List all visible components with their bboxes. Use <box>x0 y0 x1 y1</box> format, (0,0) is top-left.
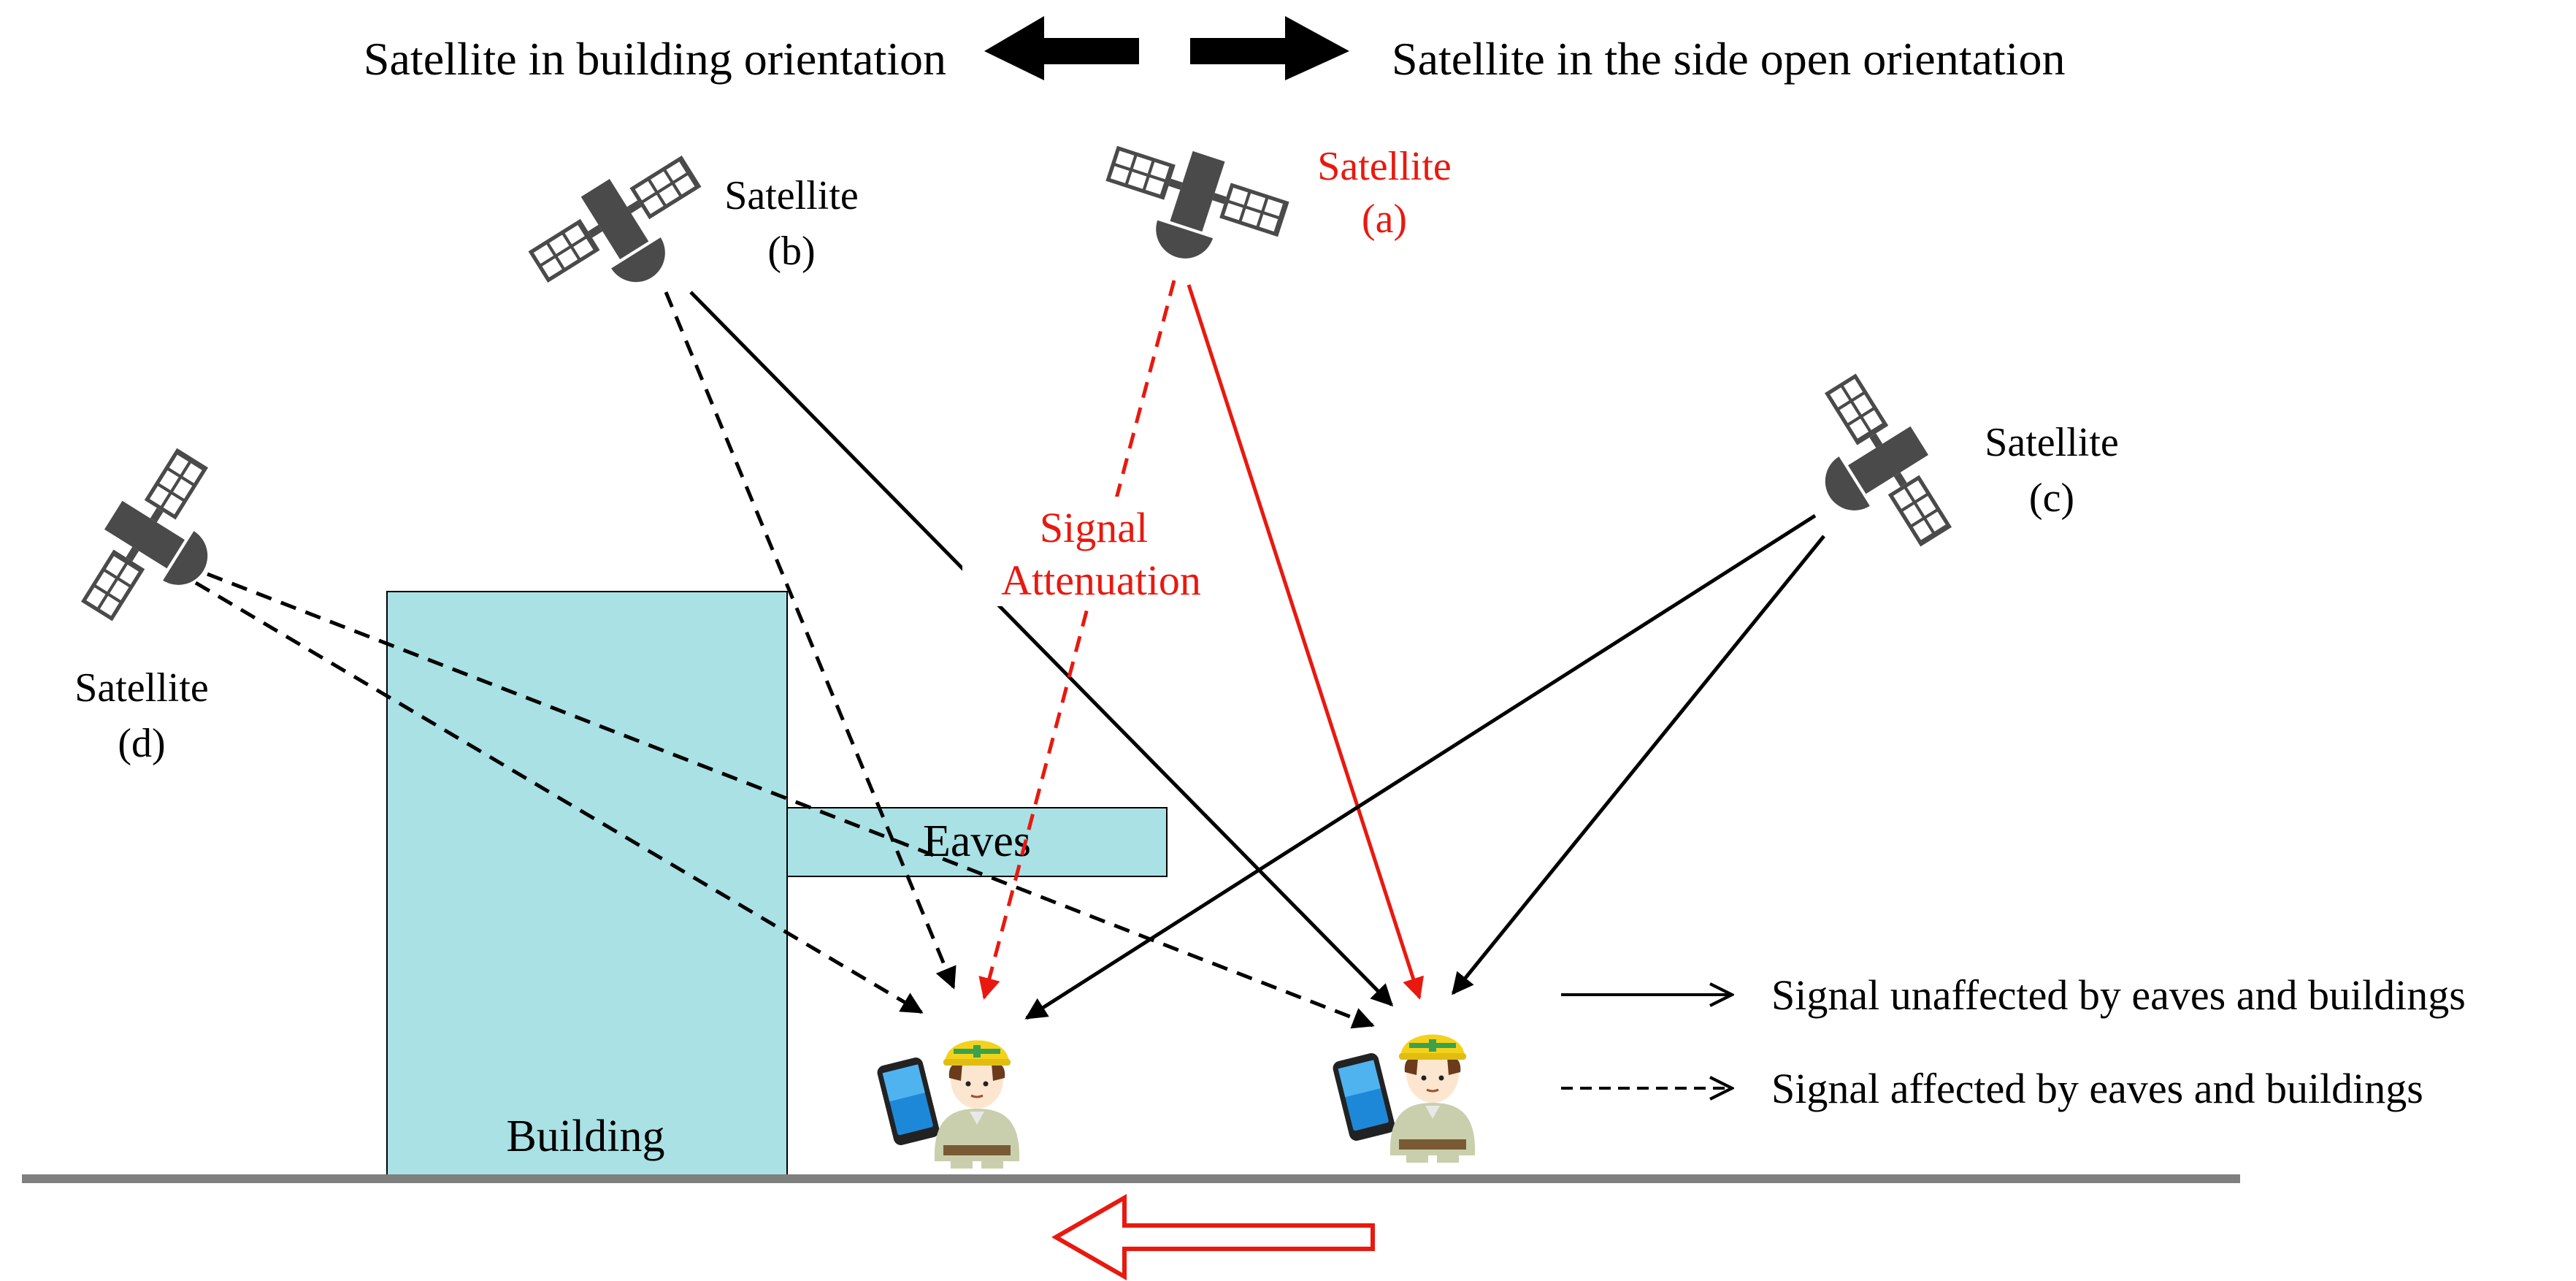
satellite-a-icon <box>1089 128 1295 286</box>
satellite-d-icon <box>65 438 251 649</box>
building-label: Building <box>506 1112 664 1161</box>
satellite-a-label-line2: (a) <box>1362 196 1407 242</box>
satellite-b-label-line2: (b) <box>767 229 815 274</box>
satellite-b-label-line1: Satellite <box>724 173 859 218</box>
signal-c-solid-2 <box>1452 535 1825 995</box>
eaves <box>786 807 1168 877</box>
worker-icon <box>933 1039 1021 1170</box>
signal-d-dashed-1 <box>194 581 924 1014</box>
attenuation-line2: Attenuation <box>1001 557 1201 604</box>
header-left-label: Satellite in building orientation <box>364 33 946 85</box>
header-right-label: Satellite in the side open orientation <box>1392 33 2065 85</box>
signal-d-dashed-2 <box>207 572 1375 1029</box>
left-arrow-icon <box>984 16 1139 80</box>
satellite-c-label-line1: Satellite <box>1985 420 2119 465</box>
signal-a-dashed <box>978 280 1176 1000</box>
eaves-label: Eaves <box>923 817 1031 866</box>
right-arrow-icon <box>1190 16 1349 80</box>
left-arrow-icon <box>1051 1193 1375 1281</box>
signal-b-dashed <box>664 291 957 990</box>
signal-a-solid <box>1187 284 1424 1000</box>
worker-icon <box>1389 1033 1476 1164</box>
attenuation-line1: Signal <box>1040 504 1148 551</box>
legend-solid-label: Signal unaffected by eaves and buildings <box>1771 971 2466 1019</box>
satellite-d-label-line1: Satellite <box>74 665 209 711</box>
signal-b-solid <box>689 291 1394 1007</box>
smartphone-icon <box>1331 1051 1397 1143</box>
building <box>386 591 788 1181</box>
satellite-c-label-line2: (c) <box>2029 475 2074 521</box>
satellite-a-label-line1: Satellite <box>1317 144 1452 189</box>
signal-c-solid-1 <box>1024 513 1817 1020</box>
legend-dashed-label: Signal affected by eaves and buildings <box>1771 1065 2423 1112</box>
satellite-d-label-line2: (d) <box>118 721 165 766</box>
satellite-c-icon <box>1782 364 1968 574</box>
smartphone-icon <box>875 1055 941 1147</box>
